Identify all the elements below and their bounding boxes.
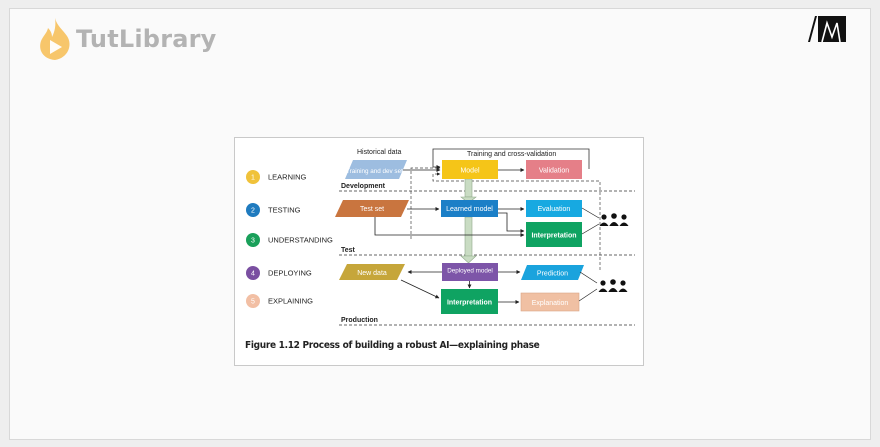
interpretation-test-label: Interpretation <box>531 233 576 240</box>
model-label: Model <box>460 168 480 175</box>
test-set-label: Test set <box>360 206 384 213</box>
interpretation-prod-label: Interpretation <box>447 300 492 307</box>
line-evaluation-to-users <box>581 207 600 219</box>
line-interpretation-to-users <box>581 223 600 235</box>
phase-testing-label: TESTING <box>268 206 301 215</box>
phase-learning: 1 LEARNING <box>246 170 307 184</box>
historical-data-annotation: Historical data <box>357 149 401 156</box>
stage-arrow-test-to-prod <box>460 216 477 264</box>
phase-understanding-number: 3 <box>251 238 255 245</box>
training-dev-sets-label: Training and dev sets <box>346 168 406 175</box>
phase-deploying-number: 4 <box>251 271 255 278</box>
learned-model-label: Learned model <box>446 206 493 213</box>
arrow-learned-to-interpretation <box>498 212 525 233</box>
phase-deploying-label: DEPLOYING <box>268 269 312 278</box>
phase-learning-marker <box>246 170 260 184</box>
explanation-node: Explanation <box>520 292 580 312</box>
users-icon-test <box>599 213 629 226</box>
validation-label: Validation <box>539 168 569 175</box>
publisher-logo <box>808 16 846 43</box>
phase-explaining-label: EXPLAINING <box>268 297 313 306</box>
stage-arrow-dev-to-test <box>460 178 477 204</box>
process-diagram: 1 LEARNING 2 TESTING 3 UNDERSTANDING 4 D… <box>246 148 635 326</box>
phase-testing: 2 TESTING <box>246 203 301 217</box>
figure-caption: Figure 1.12 Process of building a robust… <box>245 340 540 351</box>
new-data-node: New data <box>339 264 405 280</box>
phase-testing-marker <box>246 203 260 217</box>
interpretation-test-node: Interpretation <box>526 222 582 247</box>
section-development-label: Development <box>341 183 386 190</box>
evaluation-label: Evaluation <box>538 206 571 213</box>
evaluation-node: Evaluation <box>526 200 582 217</box>
figure-card: 1 LEARNING 2 TESTING 3 UNDERSTANDING 4 D… <box>234 137 644 366</box>
section-test-label: Test <box>341 247 356 254</box>
tutlibrary-logo: TutLibrary <box>36 16 217 62</box>
dashed-feedback-right <box>432 172 601 270</box>
phase-testing-number: 2 <box>251 208 255 215</box>
line-prediction-to-users <box>579 271 598 284</box>
test-set-node: Test set <box>335 200 409 217</box>
interpretation-prod-node: Interpretation <box>441 289 498 314</box>
phase-deploying: 4 DEPLOYING <box>246 266 312 280</box>
phase-explaining: 5 EXPLAINING <box>246 294 313 308</box>
phase-learning-number: 1 <box>251 175 255 182</box>
dashed-feedback-left <box>410 166 441 239</box>
phase-explaining-marker <box>246 294 260 308</box>
phase-understanding-marker <box>246 233 260 247</box>
arrow-testset-to-interpretation <box>374 217 525 237</box>
explanation-label: Explanation <box>532 300 569 307</box>
phase-understanding: 3 UNDERSTANDING <box>246 233 333 247</box>
deployed-model-label: Deployed model <box>447 268 493 275</box>
model-node: Model <box>442 160 498 179</box>
line-explanation-to-users <box>578 288 598 302</box>
flame-play-icon <box>40 18 70 60</box>
arrow-newdata-to-interpretation <box>400 279 440 299</box>
users-icon-production <box>598 279 628 292</box>
prediction-label: Prediction <box>537 271 568 278</box>
phase-explaining-number: 5 <box>251 299 255 306</box>
learned-model-node: Learned model <box>441 200 498 217</box>
section-production-label: Production <box>341 317 378 324</box>
training-dev-sets-node: Training and dev sets <box>345 160 407 179</box>
phase-learning-label: LEARNING <box>268 173 307 182</box>
deployed-model-node: Deployed model <box>442 263 498 281</box>
phase-deploying-marker <box>246 266 260 280</box>
phase-understanding-label: UNDERSTANDING <box>268 236 333 245</box>
prediction-node: Prediction <box>521 265 584 280</box>
new-data-label: New data <box>357 270 387 277</box>
validation-node: Validation <box>526 160 582 179</box>
logo-text: TutLibrary <box>76 25 217 53</box>
cv-loop <box>432 148 590 169</box>
training-cv-annotation: Training and cross-validation <box>467 151 556 158</box>
